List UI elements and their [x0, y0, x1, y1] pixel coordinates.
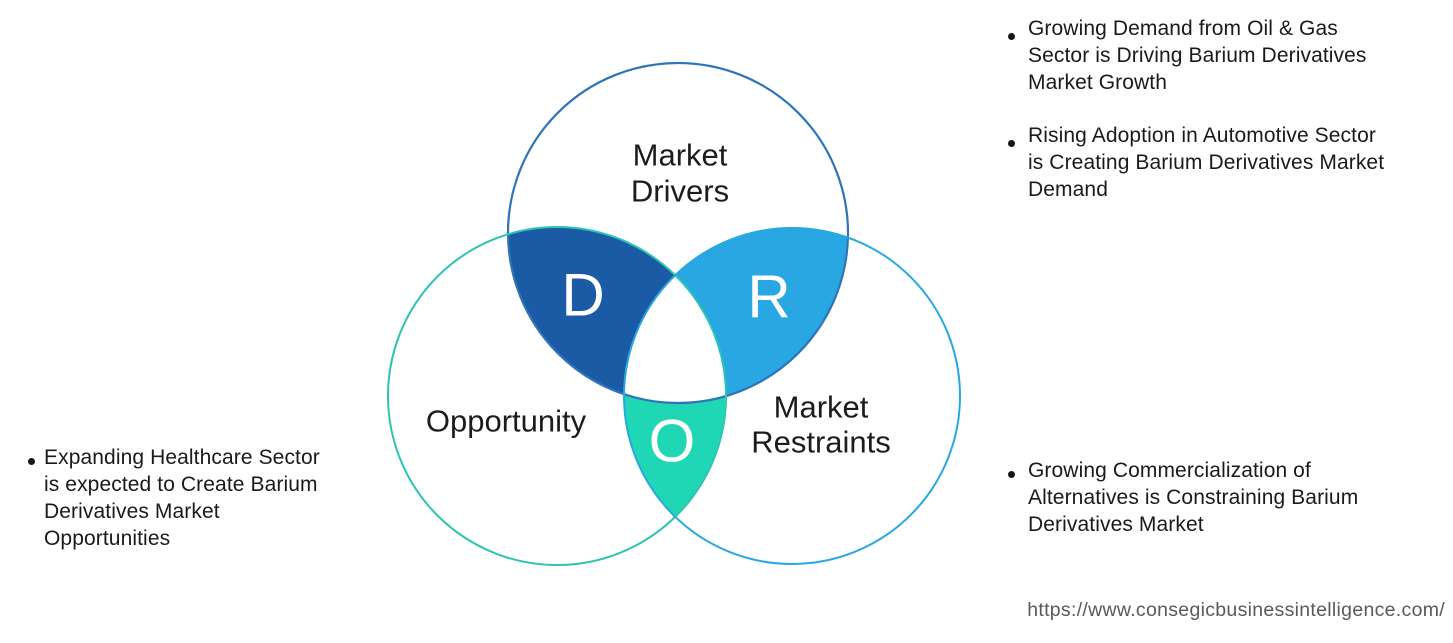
opportunity-annotations: Expanding Healthcare Sector is expected … — [22, 444, 382, 552]
text-line: Opportunities — [44, 527, 171, 550]
text-line: Growing Demand from Oil & Gas — [1028, 17, 1338, 40]
restraint-bullet-1: Growing Commercialization of Alternative… — [1000, 457, 1430, 538]
drivers-circle — [506, 61, 850, 405]
text-line: Rising Adoption in Automotive Sector — [1028, 124, 1376, 147]
bullet-dot — [1008, 140, 1015, 147]
d-lens-letter: D — [561, 262, 604, 329]
text-line: Expanding Healthcare Sector — [44, 446, 320, 469]
text-line: Derivatives Market — [44, 500, 220, 523]
text-line: Alternatives is Constraining Barium — [1028, 486, 1359, 509]
restraints-label-line1: Market — [774, 390, 869, 425]
drivers-label-line2: Drivers — [631, 174, 729, 209]
restraints-circle — [623, 227, 961, 565]
r-lens-letter: R — [747, 264, 790, 331]
text-line: Derivatives Market — [1028, 513, 1204, 536]
text-line: Growing Commercialization of — [1028, 459, 1311, 482]
opportunity-circle — [387, 226, 727, 566]
drivers-label-line1: Market — [633, 138, 728, 173]
bullet-dot — [28, 458, 35, 465]
text-line: Demand — [1028, 178, 1108, 201]
opportunity-bullet-1: Expanding Healthcare Sector is expected … — [22, 444, 382, 552]
opportunity-label: Opportunity — [426, 404, 587, 439]
bullet-dot — [1008, 471, 1015, 478]
driver-bullet-2-text: Rising Adoption in Automotive Sector is … — [1028, 122, 1384, 203]
driver-bullet-1: Growing Demand from Oil & Gas Sector is … — [1000, 15, 1430, 96]
restraints-label-line2: Restraints — [751, 425, 891, 460]
opportunity-bullet-1-text: Expanding Healthcare Sector is expected … — [44, 444, 320, 552]
text-line: Sector is Driving Barium Derivatives — [1028, 44, 1367, 67]
drivers-annotations: Growing Demand from Oil & Gas Sector is … — [1000, 15, 1430, 203]
restraints-annotations: Growing Commercialization of Alternative… — [1000, 457, 1430, 538]
bullet-dot — [1008, 33, 1015, 40]
driver-bullet-2: Rising Adoption in Automotive Sector is … — [1000, 122, 1430, 203]
source-url: https://www.consegicbusinessintelligence… — [1027, 599, 1445, 621]
text-line: is expected to Create Barium — [44, 473, 318, 496]
o-lens-letter: O — [649, 408, 696, 475]
driver-bullet-1-text: Growing Demand from Oil & Gas Sector is … — [1028, 15, 1367, 96]
restraint-bullet-1-text: Growing Commercialization of Alternative… — [1028, 457, 1358, 538]
text-line: Market Growth — [1028, 71, 1167, 94]
text-line: is Creating Barium Derivatives Market — [1028, 151, 1385, 174]
